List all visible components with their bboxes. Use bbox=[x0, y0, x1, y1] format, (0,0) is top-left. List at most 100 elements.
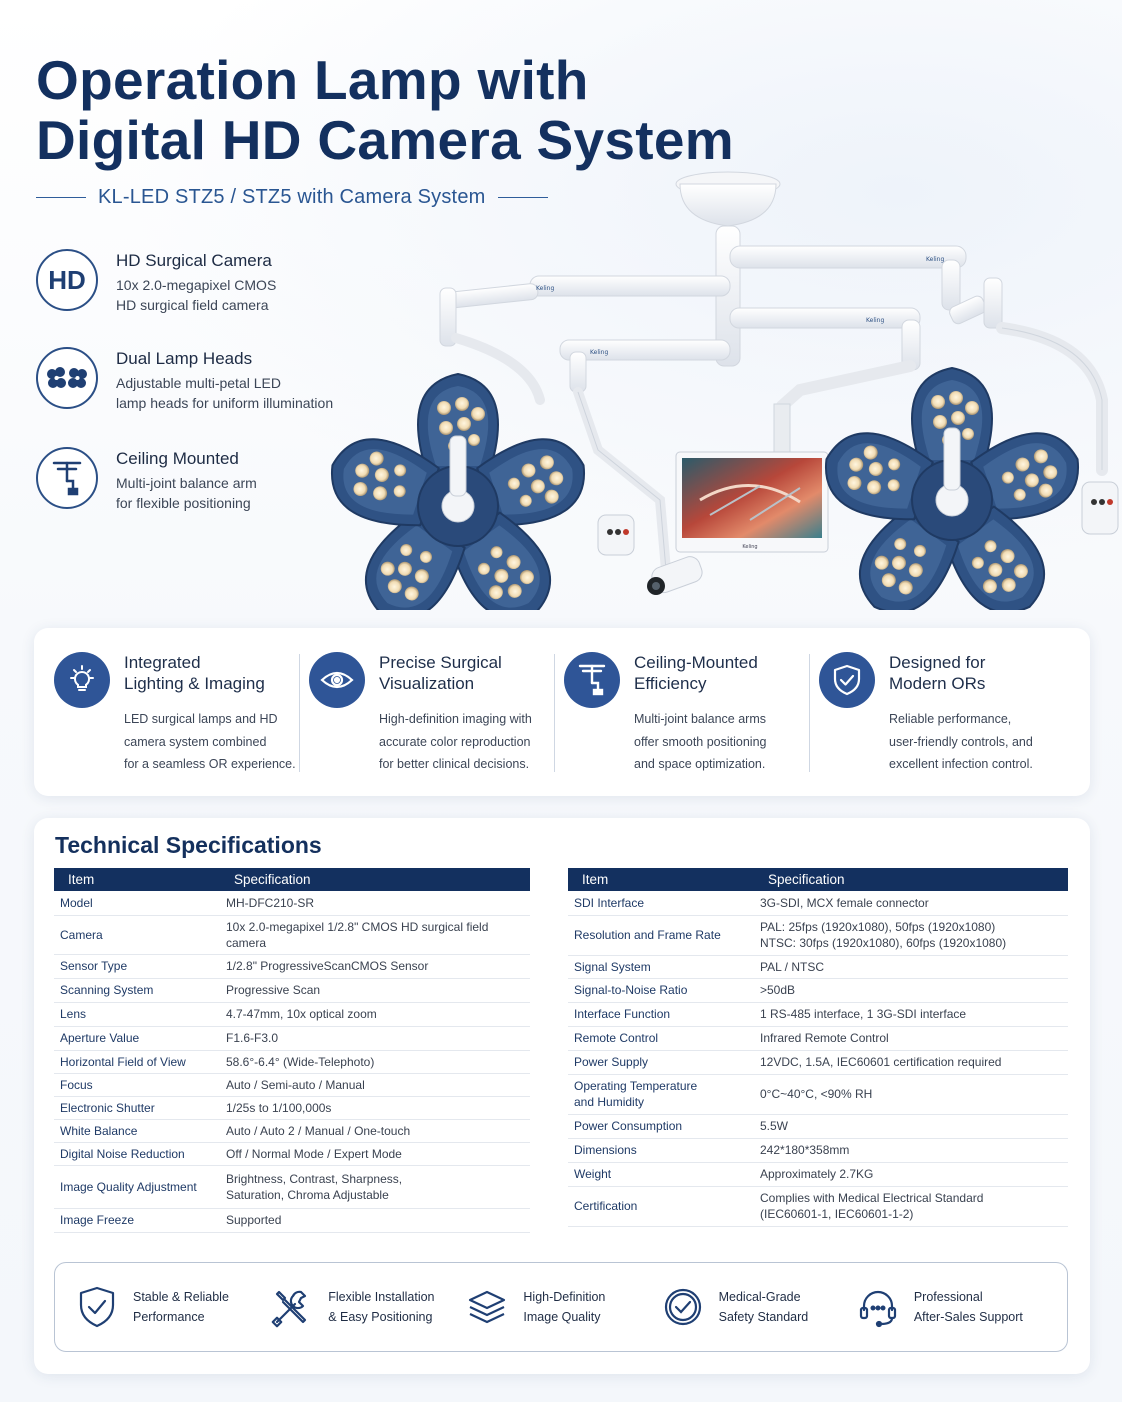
feature-desc-line: for flexible positioning bbox=[116, 495, 251, 511]
shield-check-icon bbox=[819, 652, 875, 708]
spec-col-item: Item bbox=[54, 868, 220, 891]
benefit-title-line: Designed for bbox=[889, 653, 986, 672]
check-circle-icon bbox=[659, 1283, 707, 1331]
svg-text:Keling: Keling bbox=[536, 285, 554, 292]
benefit-desc-line: for a seamless OR experience. bbox=[124, 757, 296, 771]
benefit-desc-line: accurate color reproduction bbox=[379, 734, 531, 749]
spec-item-value: 12VDC, 1.5A, IEC60601 certification requ… bbox=[754, 1050, 1068, 1075]
benefit-desc-line: offer smooth positioning bbox=[634, 734, 767, 749]
svg-text:Keling: Keling bbox=[590, 349, 608, 356]
spec-item-value: Auto / Auto 2 / Manual / One-touch bbox=[220, 1119, 530, 1143]
spec-item-name: Signal-to-Noise Ratio bbox=[568, 978, 754, 1003]
benefit-title-line: Modern ORs bbox=[889, 674, 986, 693]
spec-item-name: Operating Temperature and Humidity bbox=[568, 1074, 754, 1115]
benefit-title-line: Lighting & Imaging bbox=[124, 674, 265, 693]
assurance-line: Professional bbox=[913, 1290, 983, 1304]
feature-desc-line: Adjustable multi-petal LED bbox=[116, 375, 281, 391]
title-line-1: Operation Lamp with bbox=[36, 49, 589, 111]
feature-title: Ceiling Mounted bbox=[116, 449, 239, 468]
spec-item-name: White Balance bbox=[54, 1119, 220, 1143]
spec-item-name: Resolution and Frame Rate bbox=[568, 915, 754, 956]
assurance-line: & Easy Positioning bbox=[328, 1310, 433, 1324]
spec-header-row: Item Specification bbox=[568, 868, 1068, 891]
spec-item-name: Remote Control bbox=[568, 1026, 754, 1051]
spec-item-value: 0°C~40°C, <90% RH bbox=[754, 1074, 1068, 1115]
title-line-2: Digital HD Camera System bbox=[36, 109, 735, 171]
spec-item-value: 1 RS-485 interface, 1 3G-SDI interface bbox=[754, 1002, 1068, 1027]
model-subtitle: KL-LED STZ5 / STZ5 with Camera System bbox=[98, 186, 486, 208]
dual-lamp-icon bbox=[36, 347, 98, 409]
spec-item-name: Focus bbox=[54, 1073, 220, 1097]
spec-item-name: Signal System bbox=[568, 955, 754, 979]
feature-hd-camera: HD HD Surgical Camera 10x 2.0-megapixel … bbox=[36, 249, 366, 315]
benefit-title-line: Integrated bbox=[124, 653, 201, 672]
spec-item-name: Horizontal Field of View bbox=[54, 1050, 220, 1074]
spec-item-value: Auto / Semi-auto / Manual bbox=[220, 1073, 530, 1097]
spec-item-value: Brightness, Contrast, Sharpness, Saturat… bbox=[220, 1165, 530, 1209]
benefit-desc-line: camera system combined bbox=[124, 734, 267, 749]
layers-icon bbox=[463, 1283, 511, 1331]
assurance-line: After-Sales Support bbox=[913, 1310, 1023, 1324]
spec-header-row: Item Specification bbox=[54, 868, 530, 891]
benefit-title-line: Visualization bbox=[379, 674, 475, 693]
spec-item-name: Digital Noise Reduction bbox=[54, 1142, 220, 1166]
benefit-desc-line: excellent infection control. bbox=[889, 757, 1033, 771]
feature-title: HD Surgical Camera bbox=[116, 251, 272, 270]
spec-col-specification: Specification bbox=[754, 868, 1068, 891]
spec-item-value: 3G-SDI, MCX female connector bbox=[754, 891, 1068, 916]
lightbulb-icon bbox=[54, 652, 110, 708]
benefit-desc-line: for better clinical decisions. bbox=[379, 757, 530, 771]
spec-item-value: Infrared Remote Control bbox=[754, 1026, 1068, 1051]
spec-item-name: Scanning System bbox=[54, 978, 220, 1003]
benefit-desc-line: Multi-joint balance arms bbox=[634, 712, 766, 726]
headset-icon bbox=[854, 1283, 902, 1331]
benefit-title-line: Precise Surgical bbox=[379, 653, 502, 672]
spec-item-name: Dimensions bbox=[568, 1138, 754, 1163]
technical-specifications-card: Technical Specifications Item Specificat… bbox=[34, 818, 1090, 1374]
spec-col-specification: Specification bbox=[220, 868, 530, 891]
spec-item-value: Off / Normal Mode / Expert Mode bbox=[220, 1142, 530, 1166]
assurance-line: Stable & Reliable bbox=[133, 1290, 229, 1304]
eye-icon bbox=[309, 652, 365, 708]
feature-dual-lamp: Dual Lamp Heads Adjustable multi-petal L… bbox=[36, 347, 366, 413]
assurance-line: Safety Standard bbox=[718, 1310, 809, 1324]
spec-item-value: Supported bbox=[220, 1208, 530, 1233]
spec-item-value: 58.6°-6.4° (Wide-Telephoto) bbox=[220, 1050, 530, 1074]
benefit-desc-line: Reliable performance, bbox=[889, 712, 1012, 726]
benefit-desc-line: High-definition imaging with bbox=[379, 712, 532, 726]
spec-item-value: Progressive Scan bbox=[220, 978, 530, 1003]
feature-desc-line: 10x 2.0-megapixel CMOS bbox=[116, 277, 277, 293]
spec-item-name: Image Freeze bbox=[54, 1208, 220, 1233]
benefit-title-line: Efficiency bbox=[634, 674, 707, 693]
benefit-desc-line: LED surgical lamps and HD bbox=[124, 712, 278, 726]
spec-item-value: F1.6-F3.0 bbox=[220, 1026, 530, 1051]
spec-item-value: >50dB bbox=[754, 978, 1068, 1003]
assurance-line: Image Quality bbox=[523, 1310, 601, 1324]
tools-icon bbox=[268, 1283, 316, 1331]
